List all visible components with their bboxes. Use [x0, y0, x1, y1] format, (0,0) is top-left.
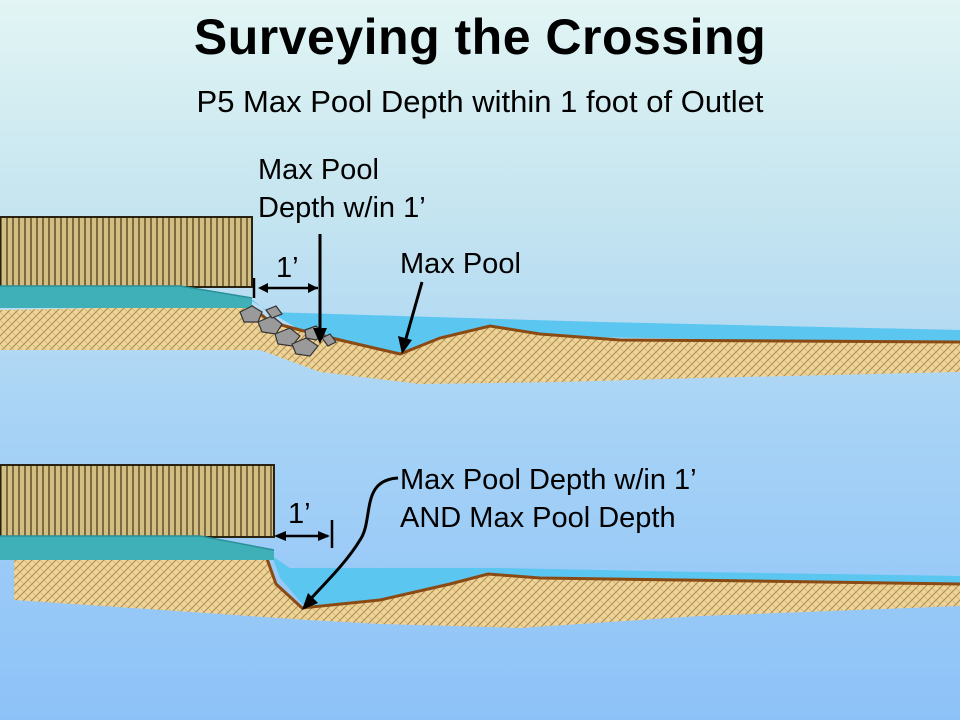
arrow-max-pool-depth-within-1ft — [313, 234, 327, 344]
bottom-culvert-pipe — [0, 464, 275, 538]
arrow-max-pool-depth-bottom — [302, 476, 399, 610]
label-max-pool-depth-line2: Depth w/in 1’ — [258, 192, 426, 224]
top-crossing — [0, 216, 960, 384]
top-culvert-water — [0, 286, 252, 308]
bottom-one-foot-dimension — [274, 520, 334, 548]
label-max-pool-depth-line1: Max Pool — [258, 154, 379, 186]
bottom-stream-water — [272, 556, 960, 608]
top-one-foot-dimension — [252, 278, 318, 298]
top-streambed-surface — [249, 303, 960, 356]
bottom-label-line1: Max Pool Depth w/in 1’ — [400, 464, 697, 496]
bottom-dimension-label: 1’ — [288, 498, 311, 530]
page-title: Surveying the Crossing — [193, 9, 767, 65]
arrow-max-pool — [398, 281, 424, 354]
page-subtitle: P5 Max Pool Depth within 1 foot of Outle… — [196, 84, 764, 119]
bottom-label-line2: AND Max Pool Depth — [400, 502, 676, 534]
bottom-streambed-surface — [264, 555, 960, 610]
top-dimension-label: 1’ — [276, 252, 299, 284]
bottom-streambed — [14, 556, 960, 628]
top-streambed — [0, 305, 960, 384]
bottom-crossing — [0, 464, 960, 628]
bottom-culvert-water — [0, 536, 274, 560]
label-max-pool: Max Pool — [400, 248, 521, 280]
outlet-rocks — [239, 305, 337, 357]
top-culvert-pipe — [0, 216, 253, 288]
